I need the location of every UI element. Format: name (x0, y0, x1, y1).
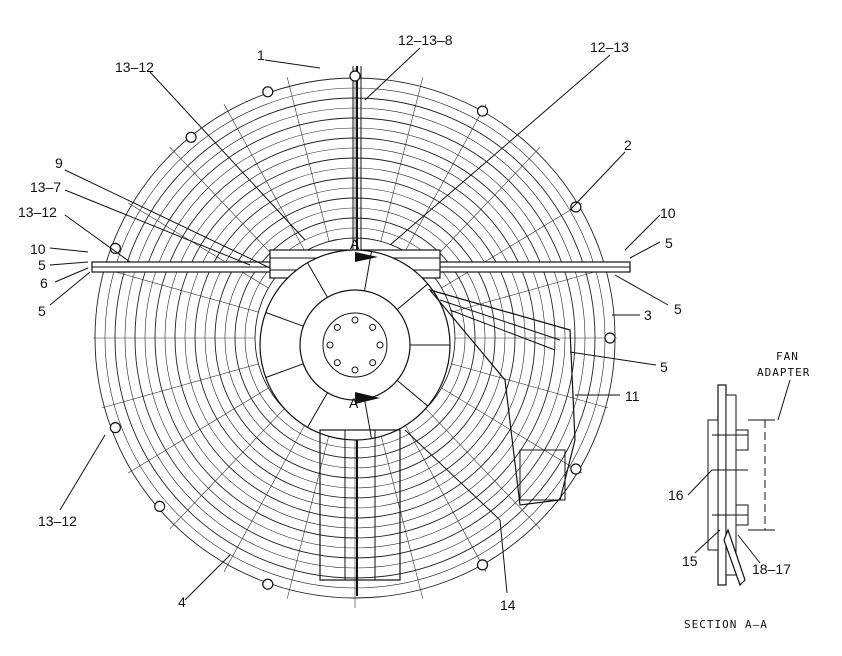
label-12-13: 12–13 (590, 39, 629, 55)
label-13-7: 13–7 (30, 179, 61, 195)
label-5-right-a: 5 (665, 235, 673, 251)
label-5-right-c: 5 (660, 359, 668, 375)
label-11: 11 (625, 388, 640, 404)
label-1: 1 (257, 47, 265, 63)
section-a-a-detail: FAN ADAPTER 16 15 18–17 SECTION A–A (668, 350, 810, 631)
label-13-12-bottom: 13–12 (38, 513, 77, 529)
mounting-lugs (109, 70, 616, 590)
fan-adapter-label-line1: FAN (776, 350, 799, 363)
label-5-left-a: 5 (38, 257, 46, 273)
right-bracket (428, 288, 576, 506)
label-14: 14 (500, 597, 516, 613)
label-16: 16 (668, 487, 684, 503)
label-6: 6 (40, 275, 48, 291)
label-5-left-b: 5 (38, 303, 46, 319)
label-2: 2 (624, 137, 632, 153)
section-title: SECTION A–A (684, 618, 768, 631)
label-18-17: 18–17 (752, 561, 791, 577)
lower-strap (319, 429, 401, 581)
label-3: 3 (644, 307, 652, 323)
leader-lines (49, 47, 669, 601)
label-15: 15 (682, 553, 698, 569)
label-13-12-top: 13–12 (115, 59, 154, 75)
fan-adapter-label-line2: ADAPTER (757, 366, 810, 379)
section-arrow-top: A (350, 236, 378, 262)
label-10-right: 10 (660, 205, 676, 221)
section-marker-bottom: A (349, 395, 359, 411)
fan-hub (259, 249, 451, 441)
guard-spokes (93, 68, 617, 608)
label-12-13-8: 12–13–8 (398, 32, 453, 48)
section-marker-top: A (350, 236, 360, 252)
section-arrow-bottom: A (349, 392, 380, 411)
label-9: 9 (55, 155, 63, 171)
label-4: 4 (178, 594, 186, 610)
label-10-left: 10 (30, 241, 46, 257)
label-13-12-left: 13–12 (18, 204, 57, 220)
label-5-right-b: 5 (674, 301, 682, 317)
